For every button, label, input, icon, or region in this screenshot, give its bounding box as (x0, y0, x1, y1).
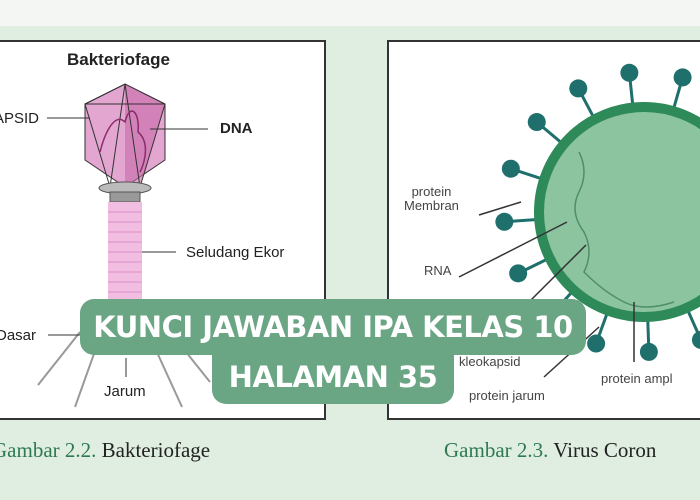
label-tail-pins: Jarum (104, 383, 146, 400)
caption-left-number: Gambar 2.2. (0, 438, 97, 462)
label-tail-sheath: Seludang Ekor (186, 244, 285, 261)
headline-line-1: KUNCI JAWABAN IPA KELAS 10 (80, 299, 586, 355)
label-spike-protein: protein jarum (469, 388, 545, 403)
label-rna: RNA (424, 263, 452, 278)
spike-head (569, 79, 588, 98)
spike-head (501, 159, 520, 178)
label-capsid: APSID (0, 110, 40, 127)
label-membrane-protein: protein Membran (404, 184, 459, 213)
label-envelope-protein: protein ampl (601, 371, 673, 386)
spike-head (495, 212, 514, 231)
caption-right-number: Gambar 2.3. (444, 438, 549, 462)
label-nucleocapsid: kleokapsid (459, 354, 521, 369)
label-base-plate: Dasar (0, 327, 37, 344)
spike-head (620, 63, 639, 82)
bacteriophage-figure: Bakteriofage APSID DNA Seludang Ekor Das… (0, 40, 326, 420)
figure-title: Bakteriofage (67, 50, 170, 69)
caption-left: Gambar 2.2. Bakteriofage (0, 438, 210, 463)
spike-head (639, 342, 658, 361)
caption-left-text: Bakteriofage (96, 438, 211, 462)
headline-line-2: HALAMAN 35 (212, 350, 454, 404)
spike-head (673, 68, 692, 87)
spike-head (691, 330, 700, 349)
caption-right-text: Virus Coron (548, 438, 657, 462)
top-band (0, 0, 700, 26)
caption-right: Gambar 2.3. Virus Coron (444, 438, 656, 463)
spike-head (587, 334, 606, 353)
spike-head (509, 264, 528, 283)
spike-head (527, 113, 546, 132)
label-dna: DNA (220, 120, 253, 137)
